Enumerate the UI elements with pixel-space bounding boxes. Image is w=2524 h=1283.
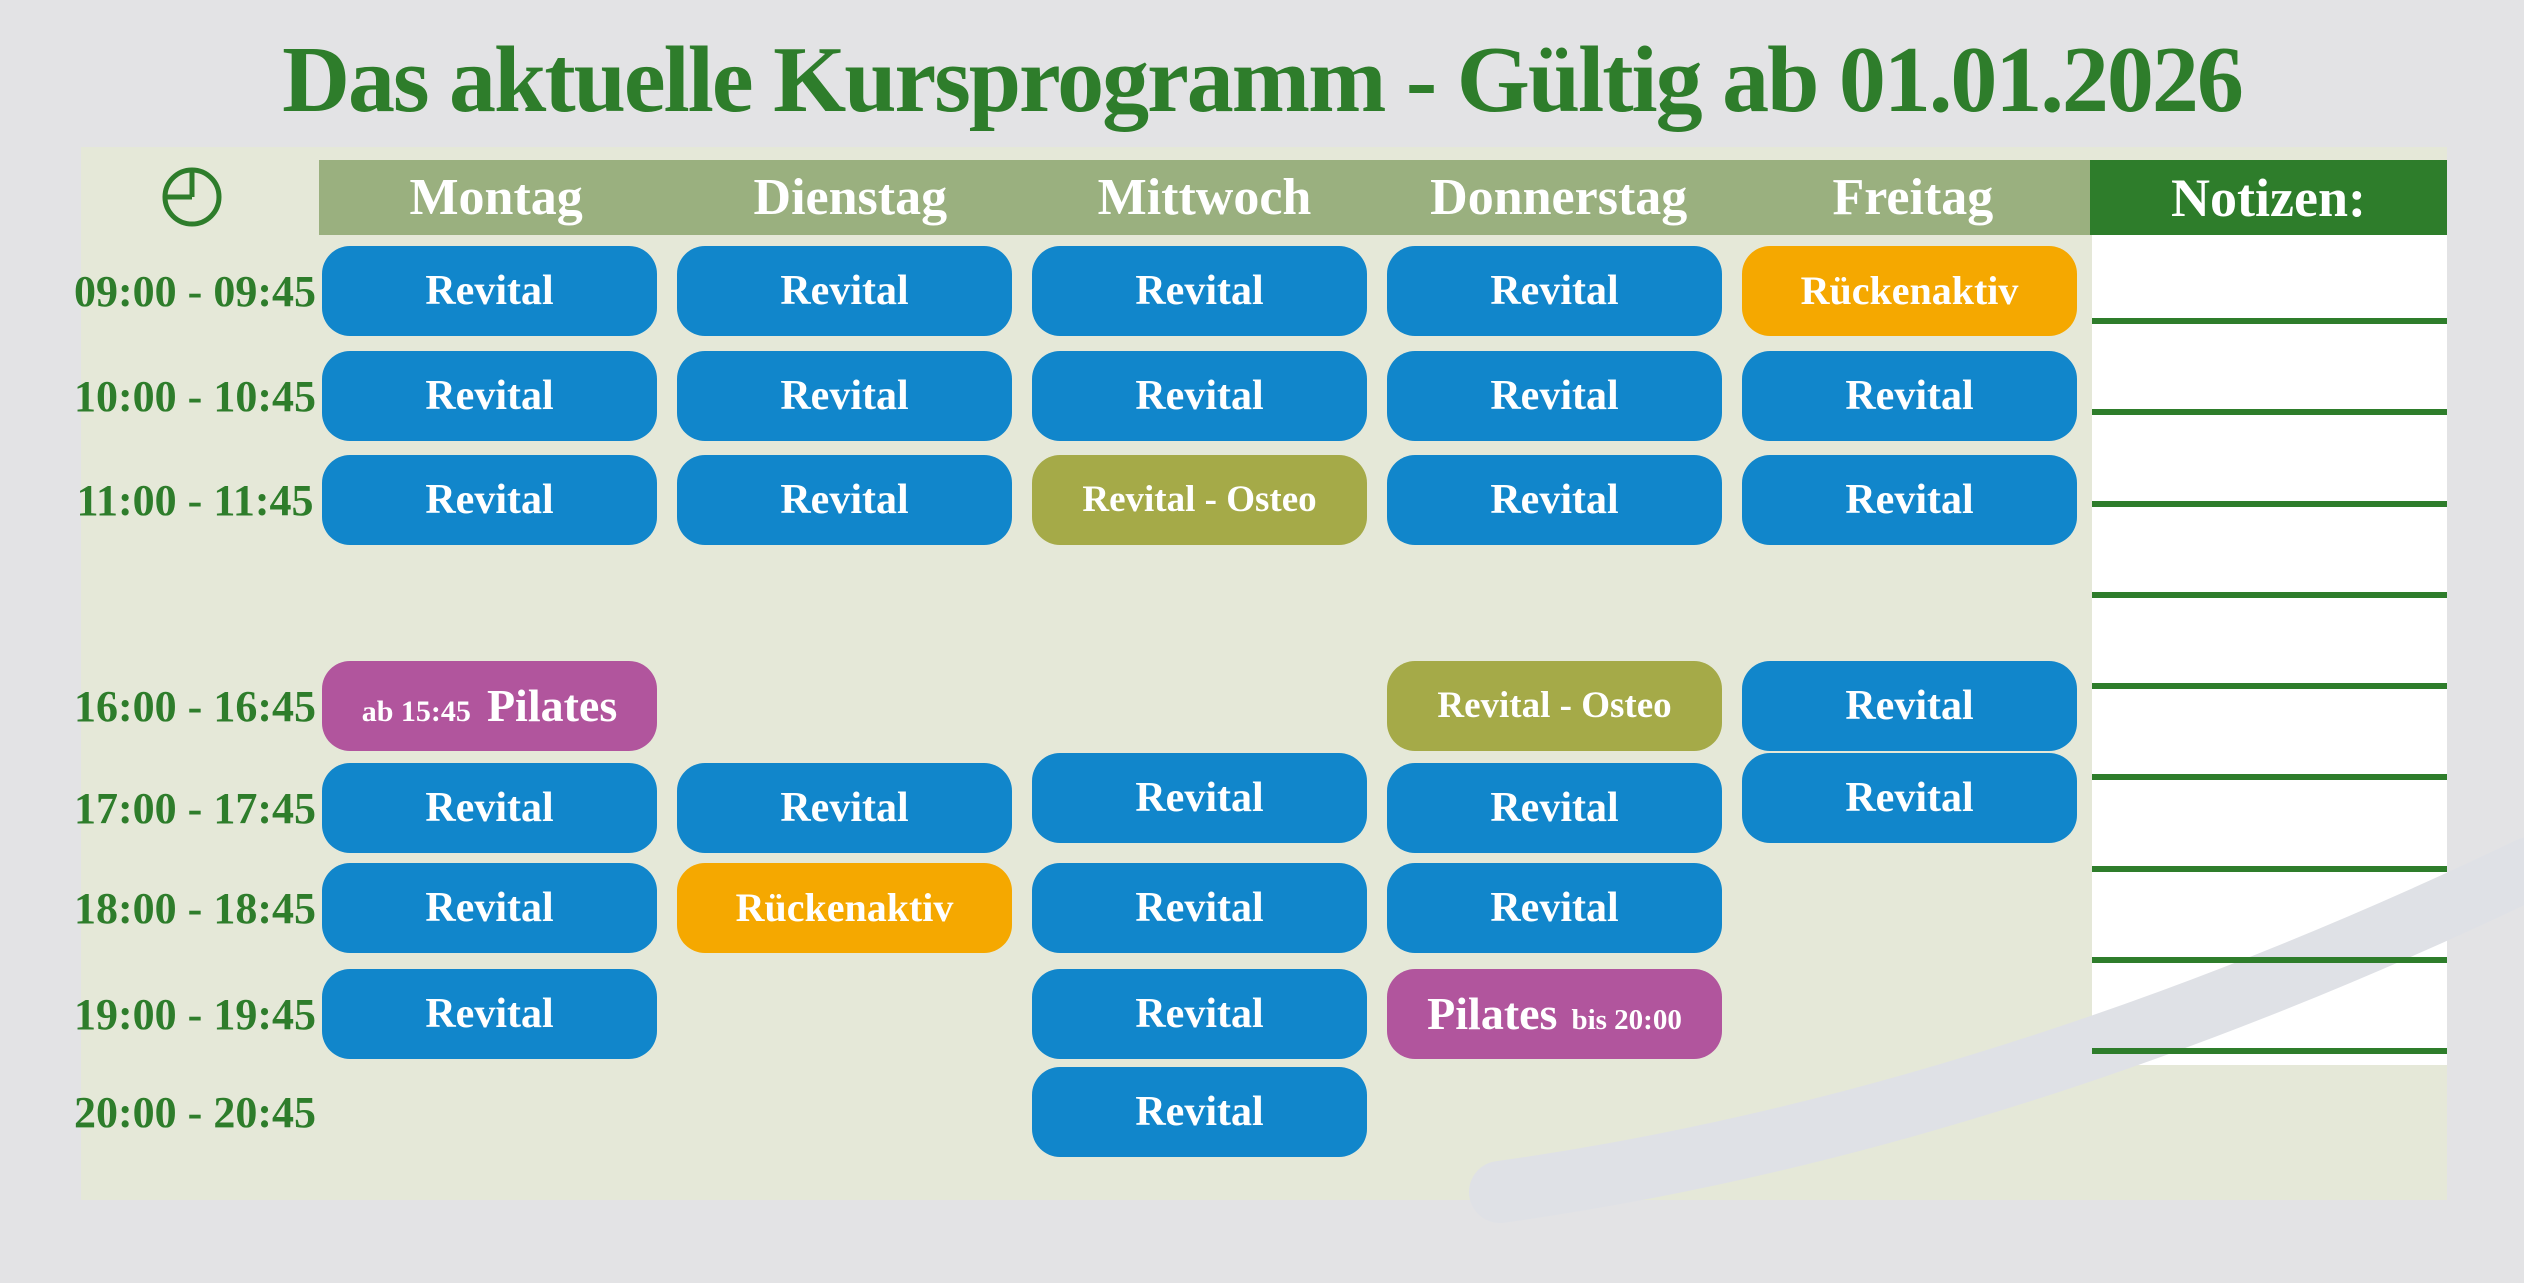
pill-label: Revital (425, 991, 554, 1037)
pill-label: Revital (425, 885, 554, 931)
pill-label: Revital (425, 477, 554, 523)
pill-suffix: bis 20:00 (1571, 1004, 1682, 1036)
pill-label: Revital (780, 785, 909, 831)
course-pill-revital: Revital (1742, 661, 2077, 751)
course-pill-revital: Revital (322, 351, 657, 441)
notes-line (2092, 956, 2447, 963)
time-label: 09:00 - 09:45 (74, 266, 316, 316)
course-pill-pilates: ab 15:45 Pilates (322, 661, 657, 751)
time-label: 16:00 - 16:45 (74, 681, 316, 731)
pill-label: Rückenaktiv (1800, 268, 2019, 313)
pill-label: Revital (1845, 373, 1974, 419)
page-title: Das aktuelle Kursprogramm - Gültig ab 01… (282, 28, 2244, 132)
day-header-mittwoch: Mittwoch (1097, 169, 1312, 226)
time-label: 18:00 - 18:45 (74, 883, 316, 933)
course-pill-revital: Revital (677, 246, 1012, 336)
course-pill-revital: Revital (1387, 351, 1722, 441)
pill-label: Revital (425, 785, 554, 831)
pill-label: Revital (1845, 477, 1974, 523)
pill-label: Revital - Osteo (1082, 479, 1317, 520)
notes-header: Notizen: (2090, 160, 2447, 235)
course-pill-revital: Revital (677, 763, 1012, 853)
course-pill-revital: Revital (1032, 969, 1367, 1059)
pill-label: Revital (1135, 991, 1264, 1037)
pill-label: Revital (780, 268, 909, 314)
notes-line (2092, 409, 2447, 416)
course-pill-rueckenaktiv: Rückenaktiv (677, 863, 1012, 953)
course-pill-revital: Revital (322, 763, 657, 853)
pill-label: Revital (1490, 885, 1619, 931)
day-header-montag: Montag (409, 169, 583, 226)
course-pill-revital: Revital (1742, 753, 2077, 843)
day-header-dienstag: Dienstag (753, 169, 948, 226)
pill-label: Pilates (486, 680, 618, 731)
pill-label: Revital (1845, 775, 1974, 821)
pill-label: Pilates (1427, 988, 1558, 1039)
course-pill-revital: Revital (1742, 351, 2077, 441)
course-pill-revital: Revital (1032, 1067, 1367, 1157)
pill-label: Rückenaktiv (735, 885, 954, 930)
course-pill-osteo: Revital - Osteo (1387, 661, 1722, 751)
notes-line (2092, 865, 2447, 872)
course-pill-rueckenaktiv: Rückenaktiv (1742, 246, 2077, 336)
course-pill-revital: Revital (322, 863, 657, 953)
course-pill-revital: Revital (1032, 246, 1367, 336)
time-label: 19:00 - 19:45 (74, 989, 316, 1039)
pill-label: Revital (425, 373, 554, 419)
notes-line (2092, 591, 2447, 598)
course-pill-pilates: Pilates bis 20:00 (1387, 969, 1722, 1059)
day-header-row: Montag Dienstag Mittwoch Donnerstag Freitag (319, 160, 2090, 235)
course-pill-revital: Revital (1387, 455, 1722, 545)
course-pill-revital: Revital (1387, 763, 1722, 853)
pill-label: Revital - Osteo (1437, 685, 1672, 726)
pill-label: Revital (1135, 885, 1264, 931)
day-header-freitag: Freitag (1832, 169, 1994, 226)
course-pill-revital: Revital (1742, 455, 2077, 545)
notes-line (2092, 683, 2447, 689)
course-pill-revital: Revital (677, 351, 1012, 441)
course-pill-revital: Revital (1032, 351, 1367, 441)
day-header-donnerstag: Donnerstag (1430, 169, 1688, 226)
pill-label: Revital (1490, 373, 1619, 419)
notes-line (2092, 318, 2447, 324)
course-pill-revital: Revital (1032, 753, 1367, 843)
course-pill-revital: Revital (1387, 246, 1722, 336)
clock-icon (162, 167, 222, 227)
course-pill-revital: Revital (1032, 863, 1367, 953)
time-label: 10:00 - 10:45 (74, 371, 316, 421)
pill-label: Revital (1490, 268, 1619, 314)
pill-label: Revital (1135, 1089, 1264, 1135)
pill-label: Revital (1490, 477, 1619, 523)
course-pill-revital: Revital (322, 455, 657, 545)
pill-label: Revital (780, 477, 909, 523)
time-label: 20:00 - 20:45 (74, 1087, 316, 1137)
pill-label: Revital (1135, 373, 1264, 419)
course-pill-revital: Revital (322, 969, 657, 1059)
time-label: 11:00 - 11:45 (76, 475, 314, 525)
notes-line (2092, 774, 2447, 781)
course-pill-osteo: Revital - Osteo (1032, 455, 1367, 545)
course-pill-revital: Revital (1387, 863, 1722, 953)
pill-label: Revital (1490, 785, 1619, 831)
pill-label: Revital (1135, 775, 1264, 821)
pill-label: Revital (1135, 268, 1264, 314)
pill-prefix: ab 15:45 (361, 695, 471, 728)
course-pill-revital: Revital (677, 455, 1012, 545)
notes-line (2092, 500, 2447, 507)
course-pill-revital: Revital (322, 246, 657, 336)
notes-line (2092, 1048, 2447, 1054)
time-label: 17:00 - 17:45 (74, 783, 316, 833)
pill-label: Revital (780, 373, 909, 419)
pill-label: Revital (425, 268, 554, 314)
pill-label: Revital (1845, 683, 1974, 729)
